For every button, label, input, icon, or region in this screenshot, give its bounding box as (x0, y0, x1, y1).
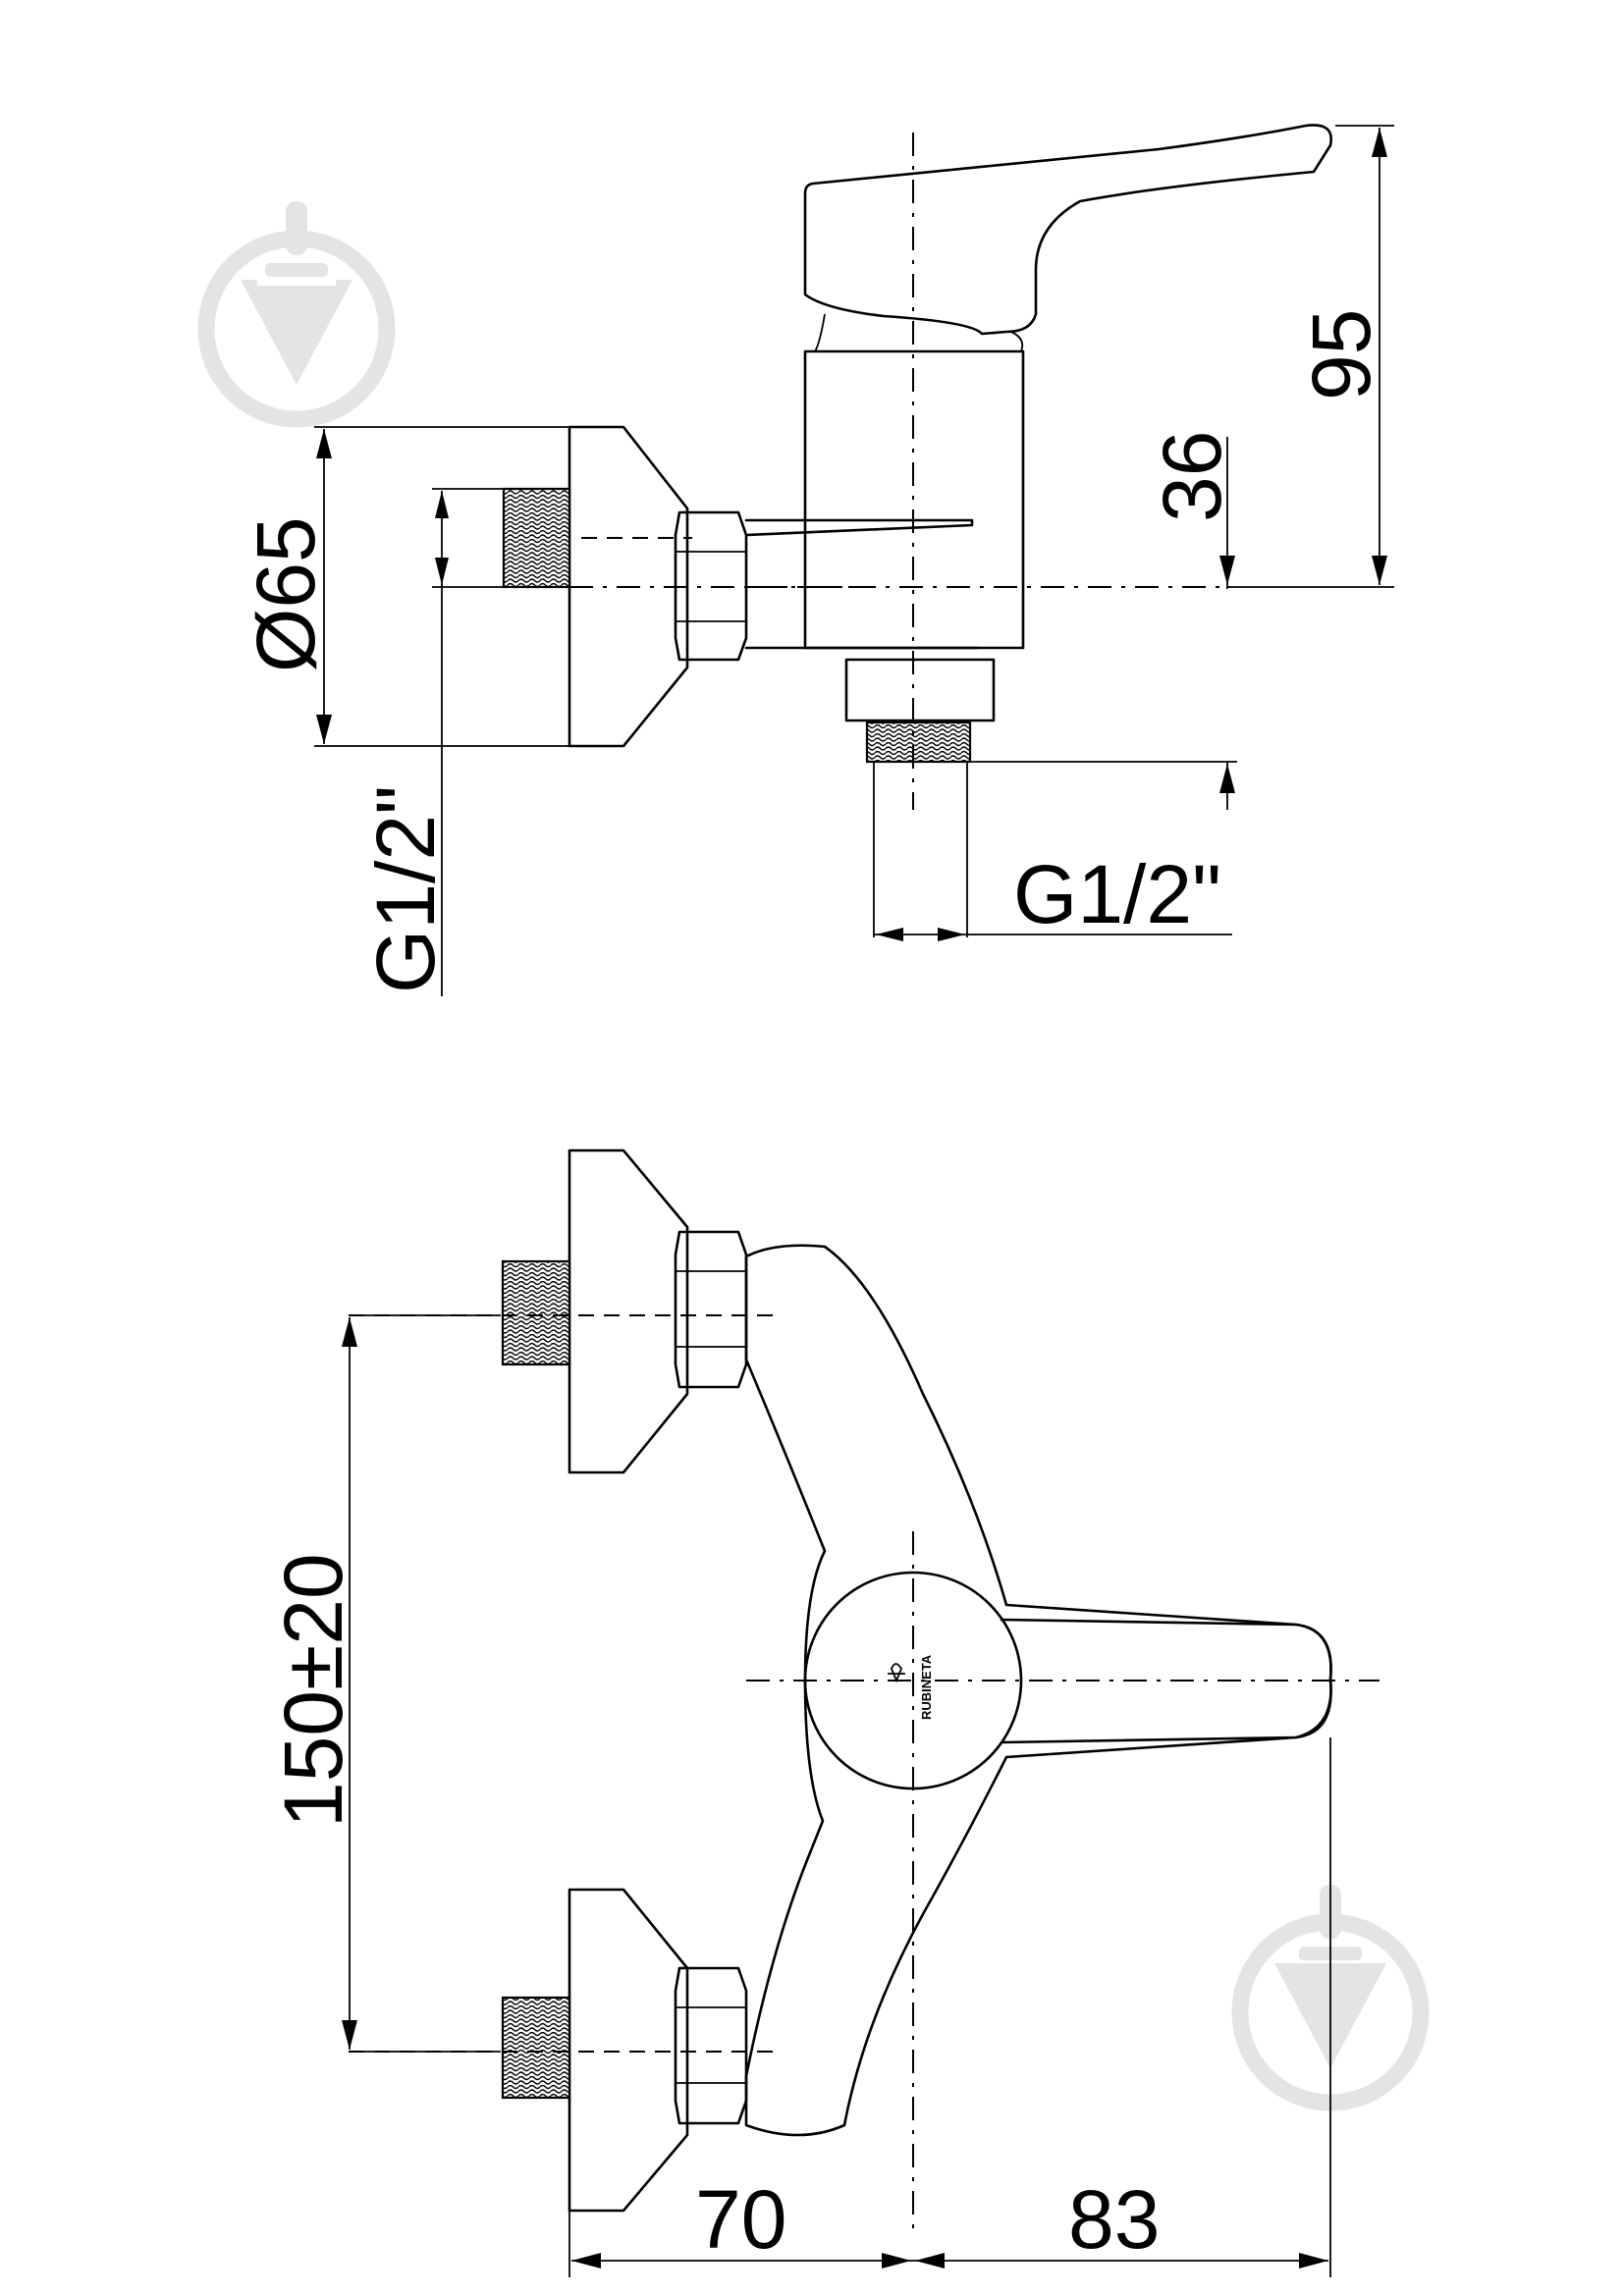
dim-axis-to-lever: 83 (1068, 2173, 1160, 2266)
lower-inlet-thread (501, 1996, 571, 2100)
dim-inlet-spacing: 150±20 (267, 1553, 359, 1828)
dim-height-95: 95 (1295, 309, 1387, 400)
upper-nut (674, 1230, 748, 1389)
watermark-logo-top (197, 201, 396, 428)
outlet-block (844, 658, 996, 722)
upper-inlet-thread (501, 1259, 571, 1366)
inlet-thread (502, 487, 571, 589)
union-nut (674, 510, 748, 662)
brand-logo-text: RUBINETA (919, 1654, 934, 1720)
lower-nut (674, 1966, 748, 2125)
dim-inlet-thread: G1/2" (359, 785, 452, 993)
front-view: RUBINETA 150±20 70 83 (267, 1148, 1380, 2277)
lever-side (803, 124, 1332, 336)
dim-outlet-thread: G1/2" (1013, 848, 1221, 940)
side-view: 95 36 Ø65 G1/2" G1/2" (240, 124, 1394, 996)
outlet-thread (865, 721, 972, 764)
dim-wall-to-axis: 70 (695, 2173, 786, 2266)
cartridge-body (803, 349, 1025, 650)
body-arm (744, 518, 979, 650)
brand-logo: RUBINETA (888, 1654, 934, 1720)
dim-flange-diameter: Ø65 (240, 516, 332, 672)
upper-flange (568, 1148, 689, 1474)
lower-flange (568, 1888, 689, 2213)
dim-outlet-offset-36: 36 (1146, 431, 1238, 522)
